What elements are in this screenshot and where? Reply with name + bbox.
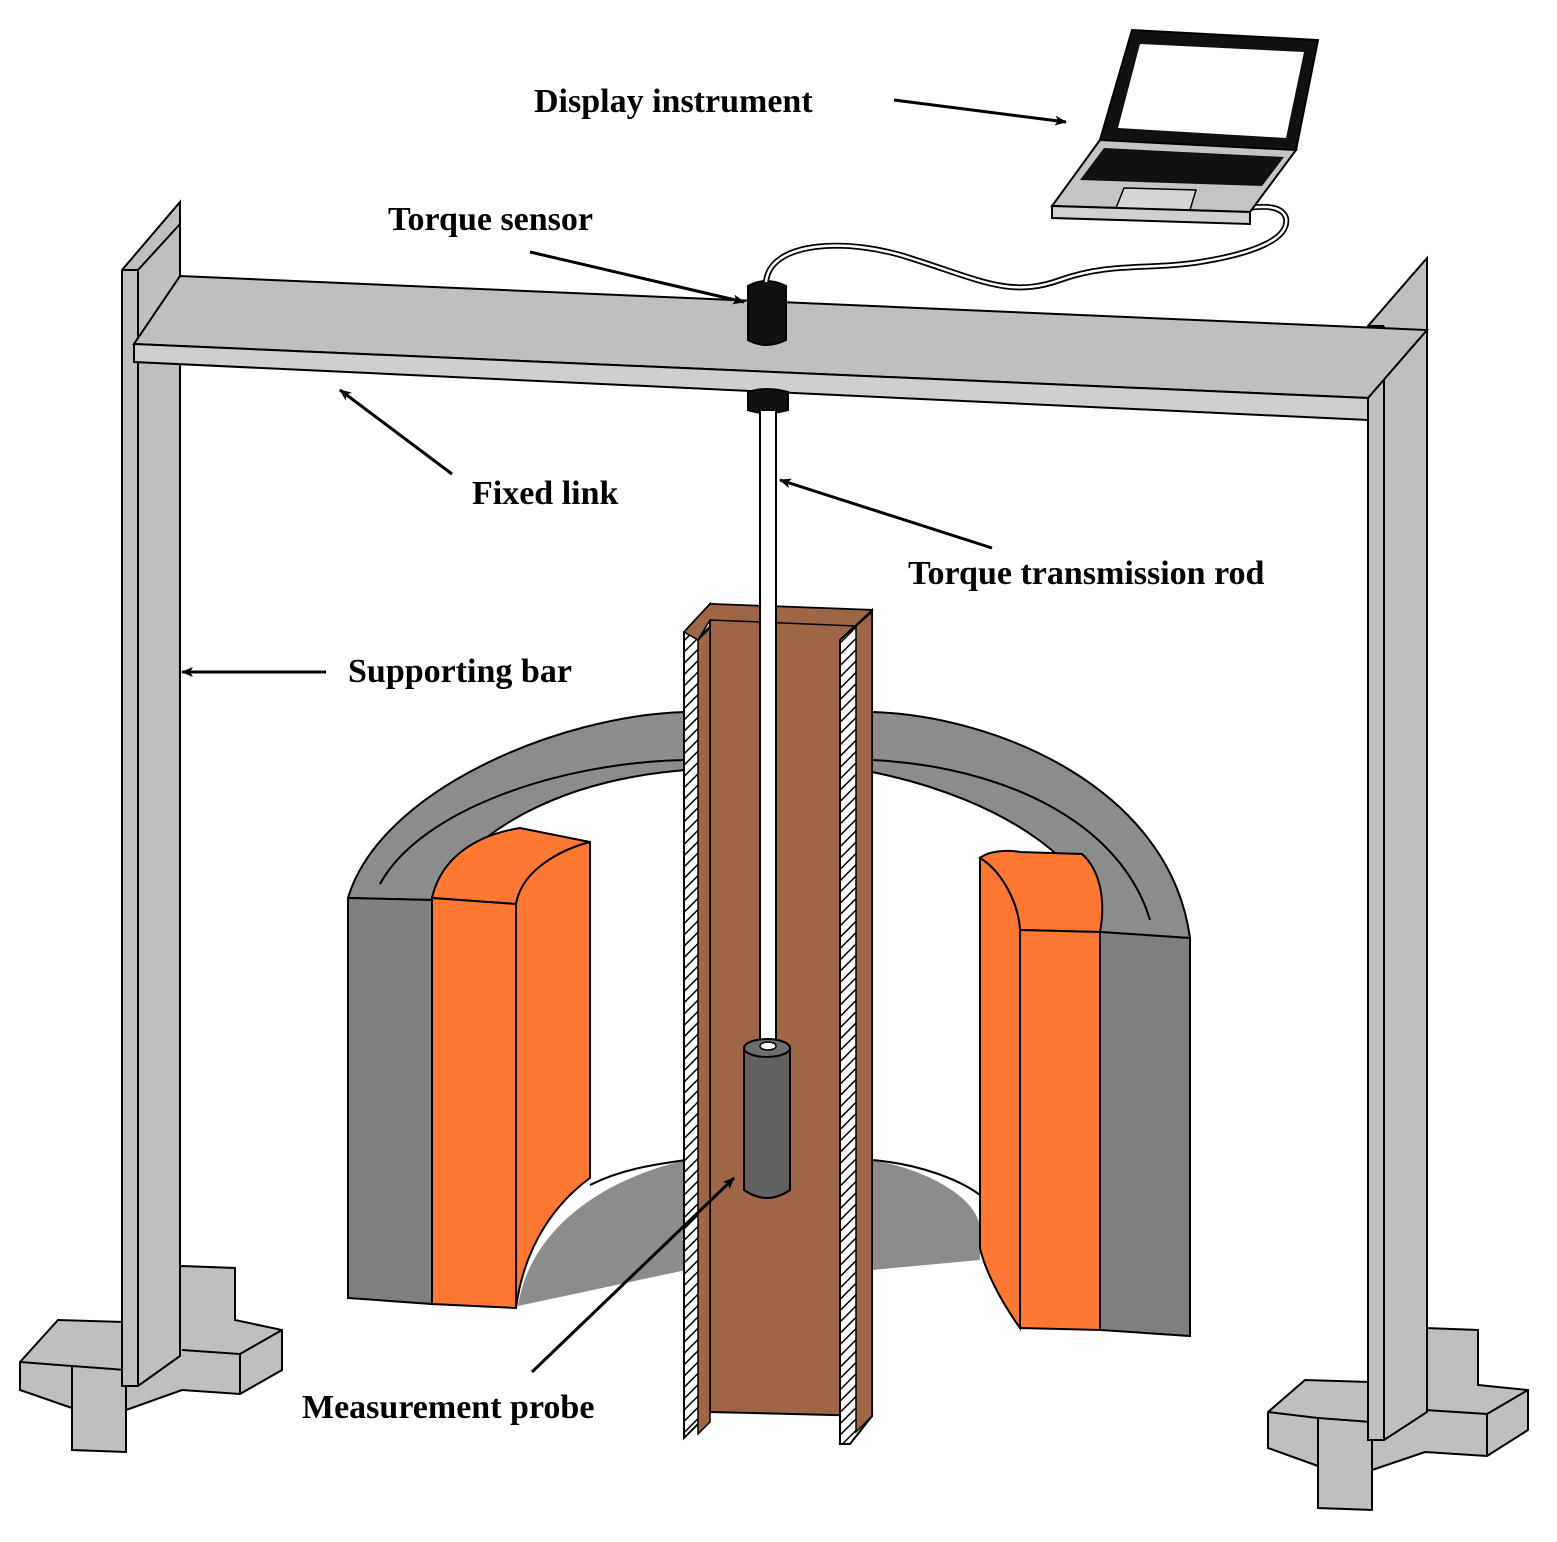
arrow-torque-sensor — [529, 250, 745, 305]
label-supporting-bar: Supporting bar — [348, 653, 572, 690]
sensor-cable — [763, 203, 1290, 291]
right-coil — [978, 849, 1104, 1332]
right-supporting-bar — [1367, 255, 1428, 1441]
arrow-torque-transmission-rod — [779, 478, 993, 550]
arrow-measurement-probe — [530, 1176, 736, 1374]
leader-arrows — [181, 98, 1067, 1374]
label-fixed-link: Fixed link — [472, 475, 619, 512]
label-torque-transmission-rod: Torque transmission rod — [908, 555, 1265, 592]
torque-sensor — [747, 280, 789, 414]
magnet-core — [346, 711, 1192, 1338]
laptop — [1050, 28, 1320, 226]
measurement-probe — [743, 1038, 791, 1199]
left-supporting-bar — [121, 199, 181, 1387]
label-measurement-probe: Measurement probe — [302, 1389, 594, 1426]
label-torque-sensor: Torque sensor — [388, 201, 593, 238]
torque-transmission-rod — [759, 409, 777, 1046]
arrow-fixed-link — [339, 388, 453, 476]
arrow-display-instrument — [893, 98, 1067, 126]
label-display-instrument: Display instrument — [534, 83, 813, 120]
copper-tube — [682, 601, 874, 1445]
left-coil — [430, 826, 591, 1310]
